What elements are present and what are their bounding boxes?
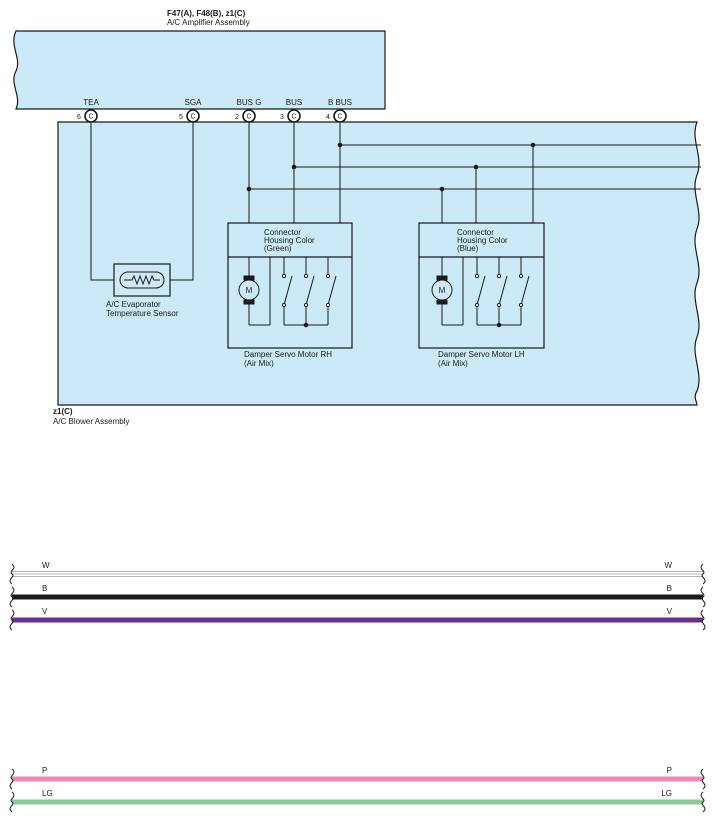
wire-code-left: B (42, 584, 47, 593)
thermistor-resistor (124, 274, 160, 286)
pin-number: 6 (77, 114, 81, 121)
junctions (246, 142, 536, 192)
rh-motor-symbol: M (246, 286, 253, 295)
junction-dot (473, 164, 479, 170)
pin-number: 5 (179, 114, 183, 121)
pin-connector: C (291, 114, 296, 121)
wire-bar-lg: LG LG (9, 789, 706, 813)
terminal-name-bus-g: BUS G (237, 98, 262, 107)
terminal-pin-5: 5 C (179, 109, 200, 123)
position-switches (474, 257, 530, 328)
lh-housing-line3: (Blue) (457, 244, 479, 253)
motor-icon (238, 257, 271, 326)
motor-icon (431, 257, 464, 326)
wire-code-right: P (667, 766, 672, 775)
position-switches (281, 257, 337, 328)
terminal-name-tea: TEA (83, 98, 99, 107)
pin-connector: C (246, 114, 251, 121)
damper-servo-motor-lh: Connector Housing Color (Blue) M (418, 222, 545, 368)
pin-connector: C (190, 114, 195, 121)
junction-dot (530, 142, 536, 148)
wire-break-mark (700, 609, 706, 631)
blower-connector-label: z1(C) (53, 407, 73, 416)
wire-break-mark (700, 563, 706, 585)
wire-code-right: LG (661, 789, 672, 798)
wires (90, 122, 701, 281)
junction-dot (337, 142, 343, 148)
wire-break-mark (700, 586, 706, 608)
amplifier-name-label: A/C Amplifier Assembly (167, 18, 250, 27)
lh-motor-symbol: M (439, 286, 446, 295)
junction-dot (246, 186, 252, 192)
wire-tea (90, 122, 114, 281)
wire-code-left: W (42, 561, 50, 570)
wire-break-mark (9, 586, 15, 608)
wire-code-left: P (42, 766, 47, 775)
sensor-label-line1: A/C Evaporator (106, 300, 161, 309)
terminal-name-bus: BUS (286, 98, 302, 107)
wire-code-right: V (667, 607, 673, 616)
rh-housing-line1: Connector (264, 228, 301, 237)
wire-sga (170, 122, 194, 281)
lh-name-line1: Damper Servo Motor LH (438, 350, 525, 359)
rh-name-line2: (Air Mix) (244, 359, 274, 368)
rh-name-line1: Damper Servo Motor RH (244, 350, 332, 359)
blower-name-label: A/C Blower Assembly (53, 417, 129, 426)
wire-code-left: V (42, 607, 48, 616)
lh-name-line2: (Air Mix) (438, 359, 468, 368)
wire-break-mark (700, 768, 706, 790)
sensor-label-line2: Temperature Sensor (106, 309, 179, 318)
pin-number: 4 (326, 114, 330, 121)
junction-dot (291, 164, 297, 170)
wire-break-mark (9, 609, 15, 631)
damper-servo-motor-rh: Connector Housing Color (Green) M (227, 222, 353, 368)
lh-housing-line2: Housing Color (457, 236, 508, 245)
pin-number: 3 (280, 114, 284, 121)
terminal-pin-2: 2 C (235, 109, 256, 123)
amplifier-box (13, 30, 386, 110)
thermistor-icon (119, 271, 165, 289)
wire-break-mark (700, 791, 706, 813)
wire-code-right: W (664, 561, 672, 570)
wire-code-left: LG (42, 789, 53, 798)
wire-break-mark (9, 791, 15, 813)
terminal-pin-4: 4 C (326, 109, 347, 123)
wire-break-mark (9, 768, 15, 790)
amplifier-connectors-label: F47(A), F48(B), z1(C) (167, 9, 246, 18)
terminal-name-sga: SGA (185, 98, 203, 107)
wire-break-mark (9, 563, 15, 585)
wire-code-right: B (667, 584, 672, 593)
pin-connector: C (337, 114, 342, 121)
terminal-name-b-bus: B BUS (328, 98, 352, 107)
rh-housing-line3: (Green) (264, 244, 292, 253)
pin-connector: C (88, 114, 93, 121)
rh-housing-line2: Housing Color (264, 236, 315, 245)
evaporator-temperature-sensor: A/C Evaporator Temperature Sensor (106, 263, 179, 318)
lh-housing-line1: Connector (457, 228, 494, 237)
terminal-pin-3: 3 C (280, 109, 301, 123)
terminal-pin-6: 6 C (77, 109, 98, 123)
pin-number: 2 (235, 114, 239, 121)
junction-dot (439, 186, 445, 192)
